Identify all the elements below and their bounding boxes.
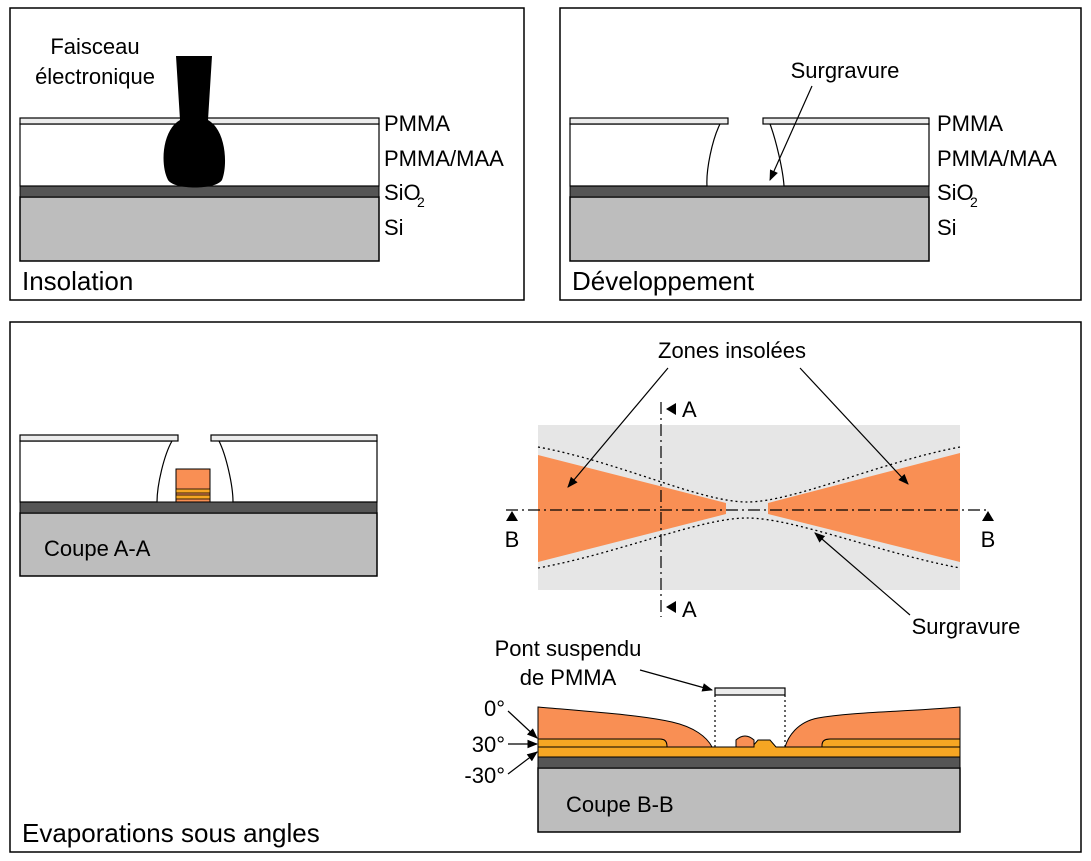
developpement-caption: Développement bbox=[572, 266, 755, 296]
developpement-panel: Surgravure PMMA PMMA/MAA SiO 2 Si Dévelo… bbox=[559, 7, 1082, 301]
metal-layer-30-left bbox=[537, 738, 668, 748]
undercut-outline-bottom bbox=[537, 517, 961, 569]
layer-label-sio2: SiO bbox=[937, 180, 974, 205]
undercut-arrow bbox=[769, 85, 813, 181]
sio2-layer bbox=[537, 756, 961, 769]
section-bb: Pont suspendu de PMMA 0° 30° -30° Coupe … bbox=[464, 636, 961, 833]
sio2-subscript: 2 bbox=[417, 194, 425, 210]
suspended-bridge bbox=[714, 687, 786, 696]
sio2-subscript: 2 bbox=[970, 194, 978, 210]
marker-b-left: B bbox=[505, 527, 520, 552]
undercut-label: Surgravure bbox=[912, 614, 1021, 639]
marker-b-left-arrow bbox=[506, 511, 518, 521]
layer-label-pmma: PMMA bbox=[937, 111, 1003, 136]
angle-label-minus30: -30° bbox=[464, 763, 505, 788]
pmma-maa-left bbox=[19, 440, 174, 503]
metal-layer-30 bbox=[175, 488, 211, 494]
pmma-maa-right bbox=[769, 123, 930, 187]
bridge-arrow bbox=[639, 669, 714, 692]
section-bb-label: Coupe B-B bbox=[566, 792, 674, 817]
metal-layer-0-left bbox=[537, 706, 713, 748]
marker-b-right: B bbox=[981, 527, 996, 552]
silicon-layer bbox=[19, 512, 378, 577]
marker-a-bottom: A bbox=[682, 597, 697, 622]
bridge-label-line1: Pont suspendu bbox=[495, 636, 642, 661]
marker-a-top-arrow bbox=[666, 403, 676, 415]
sio2-layer bbox=[19, 501, 378, 514]
layer-label-pmma: PMMA bbox=[384, 111, 450, 136]
beam-label-line1: Faisceau bbox=[50, 34, 139, 59]
pmma-left bbox=[19, 434, 179, 442]
silicon-layer bbox=[537, 767, 961, 833]
metal-layer-0-right bbox=[784, 706, 961, 748]
sio2-layer bbox=[569, 185, 930, 198]
electron-beam bbox=[163, 56, 226, 188]
silicon-layer bbox=[19, 196, 380, 262]
section-aa-label: Coupe A-A bbox=[44, 536, 151, 561]
top-view: A A B B Zones insolées Surgravure bbox=[505, 338, 1021, 639]
angle-arrow-0 bbox=[507, 710, 538, 739]
exposed-zone-right bbox=[768, 453, 960, 562]
marker-a-top: A bbox=[682, 397, 697, 422]
layer-label-si: Si bbox=[937, 215, 957, 240]
marker-b-right-arrow bbox=[982, 511, 994, 521]
pmma-right bbox=[210, 434, 378, 442]
beam-label-line2: électronique bbox=[35, 64, 155, 89]
metal-layer-30-right bbox=[821, 738, 961, 748]
insolation-caption: Insolation bbox=[22, 266, 133, 296]
metal-layer-0-center bbox=[735, 735, 755, 748]
silicon-layer bbox=[569, 196, 930, 262]
layer-label-pmma-maa: PMMA/MAA bbox=[937, 146, 1057, 171]
undercut-outline-top bbox=[537, 446, 961, 503]
exposed-zone-left bbox=[538, 455, 726, 562]
angle-label-0: 0° bbox=[484, 696, 505, 721]
pmma-left bbox=[569, 117, 729, 125]
evaporation-caption: Evaporations sous angles bbox=[22, 818, 320, 848]
exposed-zones-label: Zones insolées bbox=[658, 338, 806, 363]
undercut-label: Surgravure bbox=[791, 58, 900, 83]
angle-arrow-minus30 bbox=[507, 751, 538, 775]
angle-label-30: 30° bbox=[472, 732, 505, 757]
layer-label-pmma-maa: PMMA/MAA bbox=[384, 146, 504, 171]
pmma-maa-right bbox=[218, 440, 378, 503]
evaporation-panel: Coupe A-A A A B B Zones insolées Surgrav… bbox=[9, 321, 1082, 853]
undercut-arrow bbox=[814, 532, 911, 616]
marker-a-bottom-arrow bbox=[666, 601, 676, 613]
sio2-layer bbox=[19, 185, 380, 198]
layer-label-si: Si bbox=[384, 215, 404, 240]
section-aa: Coupe A-A bbox=[19, 434, 378, 577]
insolation-panel: Faisceau électronique PMMA PMMA/MAA SiO … bbox=[9, 7, 525, 301]
pmma-right bbox=[762, 117, 930, 125]
exposed-zone-arrow-right bbox=[799, 367, 909, 485]
pmma-maa-left bbox=[569, 123, 721, 187]
bridge-label-line2: de PMMA bbox=[520, 665, 617, 690]
metal-layer-minus30 bbox=[175, 494, 211, 500]
layer-label-sio2: SiO bbox=[384, 180, 421, 205]
exposed-zone-arrow-left bbox=[567, 367, 669, 488]
